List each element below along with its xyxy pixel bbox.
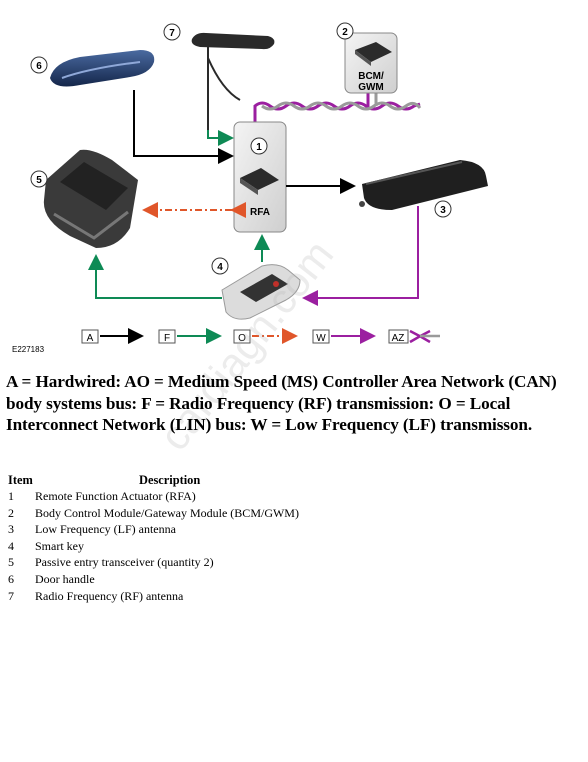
lf-antenna-to-key [302, 206, 419, 306]
callout-5: 5 [30, 170, 48, 188]
legend-key-a: A [87, 333, 94, 344]
legend-caption: A = Hardwired: AO = Medium Speed (MS) Co… [6, 372, 557, 435]
header-item: Item [8, 473, 33, 487]
door-handle [50, 50, 155, 87]
hardwired-door-handle-to-rfa [133, 90, 234, 164]
item-description: Door handle [35, 571, 95, 586]
svg-text:7: 7 [169, 28, 175, 39]
header-description: Description [139, 473, 201, 487]
bcm-gwm-module: BCM/ GWM [344, 32, 398, 94]
system-diagram: BCM/ GWM RFA 1 2 3 4 [12, 22, 488, 354]
item-description: Passive entry transceiver (quantity 2) [35, 555, 214, 570]
item-number: 6 [8, 571, 14, 586]
callout-1: 1 [250, 137, 268, 155]
item-description: Remote Function Actuator (RFA) [35, 489, 196, 503]
figure-id: E227183 [12, 345, 45, 354]
item-description: Smart key [35, 538, 84, 553]
item-number: 2 [8, 505, 14, 520]
legend-key-o: O [238, 333, 246, 344]
rf-antenna-to-rfa [207, 130, 234, 146]
svg-text:5: 5 [36, 175, 42, 186]
smart-key [221, 264, 301, 320]
item-number: 7 [8, 588, 14, 603]
svg-text:3: 3 [440, 205, 446, 216]
item-number: 3 [8, 522, 14, 537]
callout-6: 6 [30, 56, 48, 74]
passive-entry-transceiver [43, 149, 138, 248]
item-number: 4 [8, 538, 14, 553]
item-description: Low Frequency (LF) antenna [35, 522, 176, 537]
callout-7: 7 [163, 23, 181, 41]
rf-key-to-transceiver [88, 254, 222, 299]
bcm-label-line2: GWM [358, 82, 384, 93]
callout-2: 2 [336, 22, 354, 40]
svg-text:2: 2 [342, 27, 348, 38]
svg-text:1: 1 [256, 142, 262, 153]
callouts: 1 2 3 4 5 6 7 [30, 22, 452, 275]
lf-antenna [359, 160, 488, 210]
legend-key-f: F [164, 333, 170, 344]
callout-3: 3 [434, 200, 452, 218]
item-description: Body Control Module/Gateway Module (BCM/… [35, 505, 299, 520]
item-number: 5 [8, 555, 14, 570]
bcm-label-line1: BCM/ [358, 71, 384, 82]
item-description: Radio Frequency (RF) antenna [35, 588, 184, 603]
line-legend: A F O W AZ [81, 328, 440, 344]
legend-key-w: W [316, 333, 326, 344]
callout-4: 4 [211, 257, 229, 275]
legend-key-az: AZ [392, 333, 405, 344]
svg-text:4: 4 [217, 262, 223, 273]
svg-text:6: 6 [36, 61, 42, 72]
can-bus-twisted-pair [253, 92, 422, 122]
item-number: 1 [8, 489, 14, 503]
rfa-module: RFA [233, 121, 287, 233]
rf-antenna [191, 32, 275, 130]
rfa-label: RFA [250, 207, 270, 218]
